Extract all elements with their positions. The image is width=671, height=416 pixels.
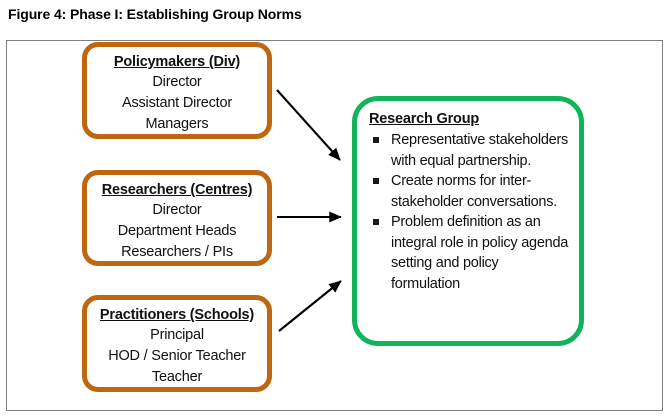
list-item-label: Create norms for inter-stakeholder conve…	[391, 173, 557, 210]
source-box-line: Principal	[150, 327, 204, 343]
source-box-title: Practitioners (Schools)	[99, 307, 255, 323]
page-title: Figure 4: Phase I: Establishing Group No…	[8, 6, 302, 22]
source-box-researchers: Researchers (Centres) Director Departmen…	[82, 170, 272, 266]
source-box-line: Teacher	[151, 369, 203, 385]
research-group-bullet-list: Representative stakeholders with equal p…	[369, 130, 569, 294]
source-box-line: HOD / Senior Teacher	[108, 348, 246, 364]
source-box-line: Assistant Director	[121, 95, 232, 111]
source-box-policymakers: Policymakers (Div) Director Assistant Di…	[82, 42, 272, 139]
square-bullet-icon	[373, 137, 379, 143]
square-bullet-icon	[373, 178, 379, 184]
list-item: Create norms for inter-stakeholder conve…	[369, 171, 569, 212]
list-item: Representative stakeholders with equal p…	[369, 130, 569, 171]
list-item: Problem definition as an integral role i…	[369, 212, 569, 294]
source-box-line: Director	[152, 74, 202, 90]
square-bullet-icon	[373, 219, 379, 225]
source-box-practitioners: Practitioners (Schools) Principal HOD / …	[82, 295, 272, 392]
source-box-line: Researchers / PIs	[121, 244, 233, 260]
list-item-label: Problem definition as an integral role i…	[391, 214, 569, 292]
source-box-line: Managers	[145, 116, 209, 132]
source-box-title: Policymakers (Div)	[113, 54, 241, 70]
research-group-title: Research Group	[369, 111, 480, 127]
list-item-label: Representative stakeholders with equal p…	[391, 132, 569, 169]
source-box-line: Director	[152, 202, 202, 218]
source-box-line: Department Heads	[117, 223, 237, 239]
research-group-box: Research Group Representative stakeholde…	[352, 96, 584, 346]
source-box-title: Researchers (Centres)	[101, 182, 253, 198]
